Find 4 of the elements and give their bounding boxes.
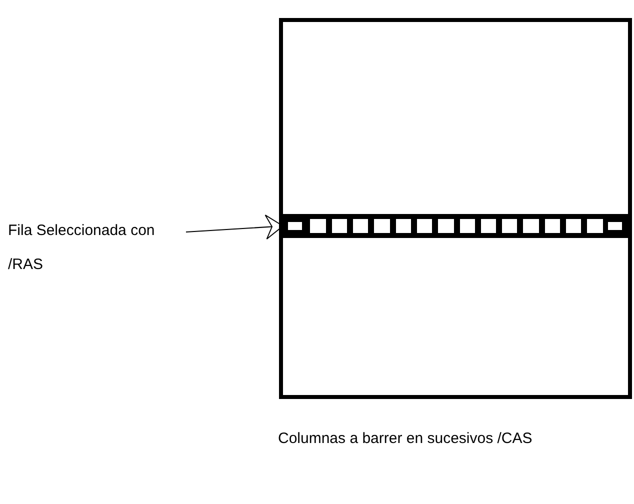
- memory-row: [283, 214, 630, 238]
- callout-label: Fila Seleccionada con /RAS: [8, 214, 176, 282]
- caption-label: Columnas a barrer en sucesivos /CAS: [278, 429, 534, 449]
- memory-array: [279, 18, 632, 399]
